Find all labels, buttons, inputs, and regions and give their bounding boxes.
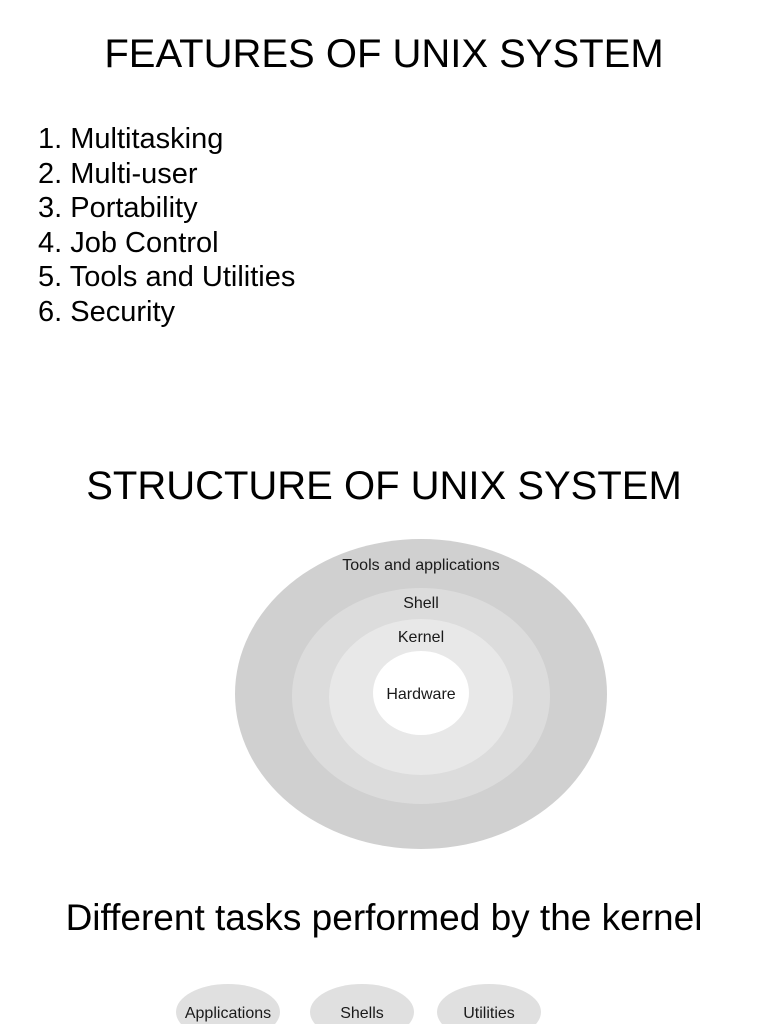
structure-title: STRUCTURE OF UNIX SYSTEM bbox=[86, 464, 682, 508]
layer-tools-applications bbox=[235, 539, 607, 849]
layer-kernel bbox=[329, 619, 513, 775]
layer-shell bbox=[292, 588, 550, 804]
layers-diagram: Tools and applications Shell Kernel Hard… bbox=[235, 539, 607, 849]
feature-item-tools-utilities: 5. Tools and Utilities bbox=[38, 261, 296, 294]
task-label-shells: Shells bbox=[340, 1005, 384, 1022]
task-label-utilities: Utilities bbox=[463, 1005, 515, 1022]
feature-item-security: 6. Security bbox=[38, 295, 175, 328]
task-node-utilities bbox=[437, 984, 541, 1024]
kernel-tasks-diagram: Applications Shells Utilities bbox=[176, 984, 541, 1024]
kernel-tasks-title: Different tasks performed by the kernel bbox=[65, 897, 703, 938]
feature-item-portability: 3. Portability bbox=[38, 192, 198, 225]
task-node-applications bbox=[176, 984, 280, 1024]
feature-item-multi-user: 2. Multi-user bbox=[38, 157, 198, 190]
feature-item-multitasking: 1. Multitasking bbox=[38, 123, 224, 155]
feature-item-job-control: 4. Job Control bbox=[38, 226, 219, 259]
layer-label-tools-applications: Tools and applications bbox=[342, 557, 499, 574]
layer-label-shell: Shell bbox=[403, 595, 439, 612]
features-title: FEATURES OF UNIX SYSTEM bbox=[104, 32, 664, 76]
features-list: 1. Multitasking 2. Multi-user 3. Portabi… bbox=[38, 122, 295, 330]
task-label-applications: Applications bbox=[185, 1005, 271, 1022]
layer-label-kernel: Kernel bbox=[398, 629, 444, 646]
layer-hardware bbox=[373, 651, 469, 735]
layer-label-hardware: Hardware bbox=[386, 686, 455, 703]
task-node-shells bbox=[310, 984, 414, 1024]
